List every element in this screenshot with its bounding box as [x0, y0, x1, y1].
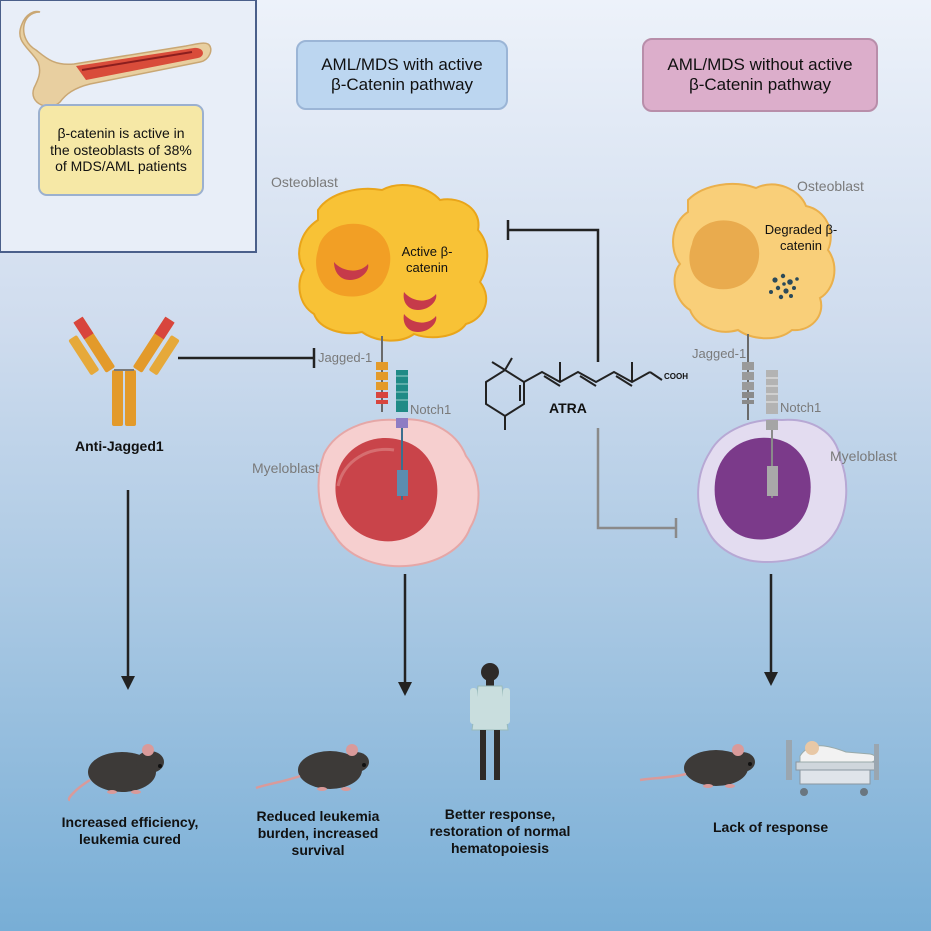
mouse-icon: [639, 744, 755, 788]
header-inactive-text: AML/MDS without active β-Catenin pathway: [667, 54, 853, 94]
bone-icon: [19, 10, 212, 108]
mouse-icon: [255, 744, 369, 791]
left-osteoblast-cell: [298, 184, 489, 342]
jagged-ligand-left: [376, 336, 388, 412]
patient-figure-icon: [470, 663, 510, 780]
jagged-ligand-right: [742, 334, 754, 420]
atra-label: ATRA: [549, 400, 587, 416]
right-myeloblast-title: Myeloblast: [830, 448, 897, 464]
outcome-human-active: Better response, restoration of normal h…: [429, 806, 571, 856]
outcome-inactive: Lack of response: [713, 819, 829, 835]
notch-label-left: Notch1: [410, 402, 452, 417]
inset-note-text: β-catenin is active in the osteoblasts o…: [50, 124, 192, 175]
left-osteoblast-title: Osteoblast: [271, 174, 338, 190]
anti-jagged1-antibody-icon: [68, 316, 180, 426]
hospital-bed-icon: [786, 740, 879, 796]
inset-note-box: β-catenin is active in the osteoblasts o…: [38, 104, 204, 196]
right-osteoblast-nucleus: [689, 220, 760, 290]
atra-myeloblast-inhibition-line: [596, 428, 676, 530]
cooh-label: COOH: [664, 372, 688, 381]
beta-catenin-mark: [334, 262, 369, 280]
right-osteoblast-inner: Degraded β-catenin: [764, 222, 838, 253]
notch-label-right: Notch1: [780, 400, 822, 415]
beta-catenin-mark: [403, 314, 437, 332]
left-osteoblast-inner: Active β-catenin: [401, 244, 453, 275]
header-inactive: AML/MDS without active β-Catenin pathway: [642, 38, 878, 112]
right-myeloblast-nucleus: [714, 437, 811, 540]
atra-molecule-icon: [485, 357, 663, 430]
outcome-mouse-active: Reduced leukemia burden, increased survi…: [256, 808, 380, 858]
atra-osteoblast-inhibition-line: [508, 228, 600, 362]
notch-receptor-right: [766, 370, 778, 498]
degraded-beta-catenin-dots: [769, 273, 799, 300]
jagged-label-left: Jagged-1: [318, 350, 373, 365]
outcome-arrows: [121, 490, 778, 696]
header-active-text: AML/MDS with active β-Catenin pathway: [321, 54, 483, 94]
beta-catenin-mark: [403, 292, 437, 310]
outcome-antibody: Increased efficiency, leukemia cured: [61, 814, 199, 847]
jagged-label-right: Jagged-1: [692, 346, 747, 361]
left-myeloblast-nucleus: [335, 437, 438, 542]
left-myeloblast-title: Myeloblast: [252, 460, 319, 476]
mouse-icon: [67, 744, 164, 802]
notch-receptor-left: [396, 370, 408, 500]
left-osteoblast-nucleus: [316, 223, 391, 297]
right-osteoblast-title: Osteoblast: [797, 178, 864, 194]
antibody-label: Anti-Jagged1: [75, 438, 164, 454]
header-active: AML/MDS with active β-Catenin pathway: [296, 40, 508, 110]
